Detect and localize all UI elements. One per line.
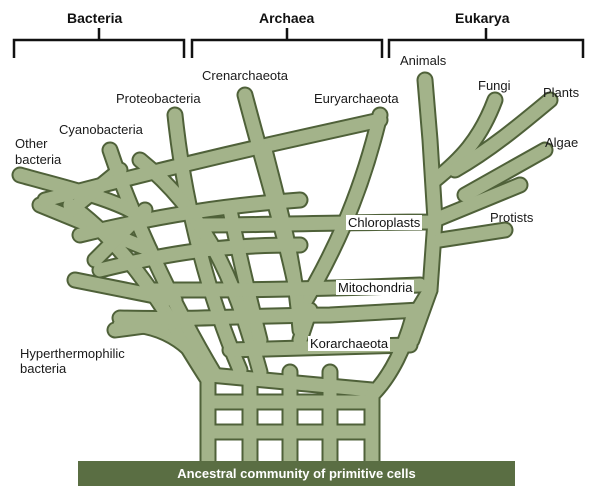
label-protists: Protists	[490, 210, 533, 225]
ancestral-base-bar: Ancestral community of primitive cells	[78, 461, 515, 486]
label-euryarchaeota: Euryarchaeota	[314, 91, 399, 106]
label-korarchaeota: Korarchaeota	[308, 336, 390, 351]
label-mitochondria: Mitochondria	[336, 280, 414, 295]
label-hyperthermophilic-line2: bacteria	[20, 361, 66, 376]
label-hyperthermophilic-line1: Hyperthermophilic	[20, 346, 125, 361]
label-proteobacteria: Proteobacteria	[116, 91, 201, 106]
label-cyanobacteria: Cyanobacteria	[59, 122, 143, 137]
label-crenarchaeota: Crenarchaeota	[202, 68, 288, 83]
label-chloroplasts: Chloroplasts	[346, 215, 422, 230]
label-plants: Plants	[543, 85, 579, 100]
label-algae: Algae	[545, 135, 578, 150]
ancestral-base-label: Ancestral community of primitive cells	[78, 461, 515, 486]
label-animals: Animals	[400, 53, 446, 68]
label-fungi: Fungi	[478, 78, 511, 93]
label-other-bacteria-line2: bacteria	[15, 152, 61, 167]
label-other-bacteria-line1: Other	[15, 136, 48, 151]
